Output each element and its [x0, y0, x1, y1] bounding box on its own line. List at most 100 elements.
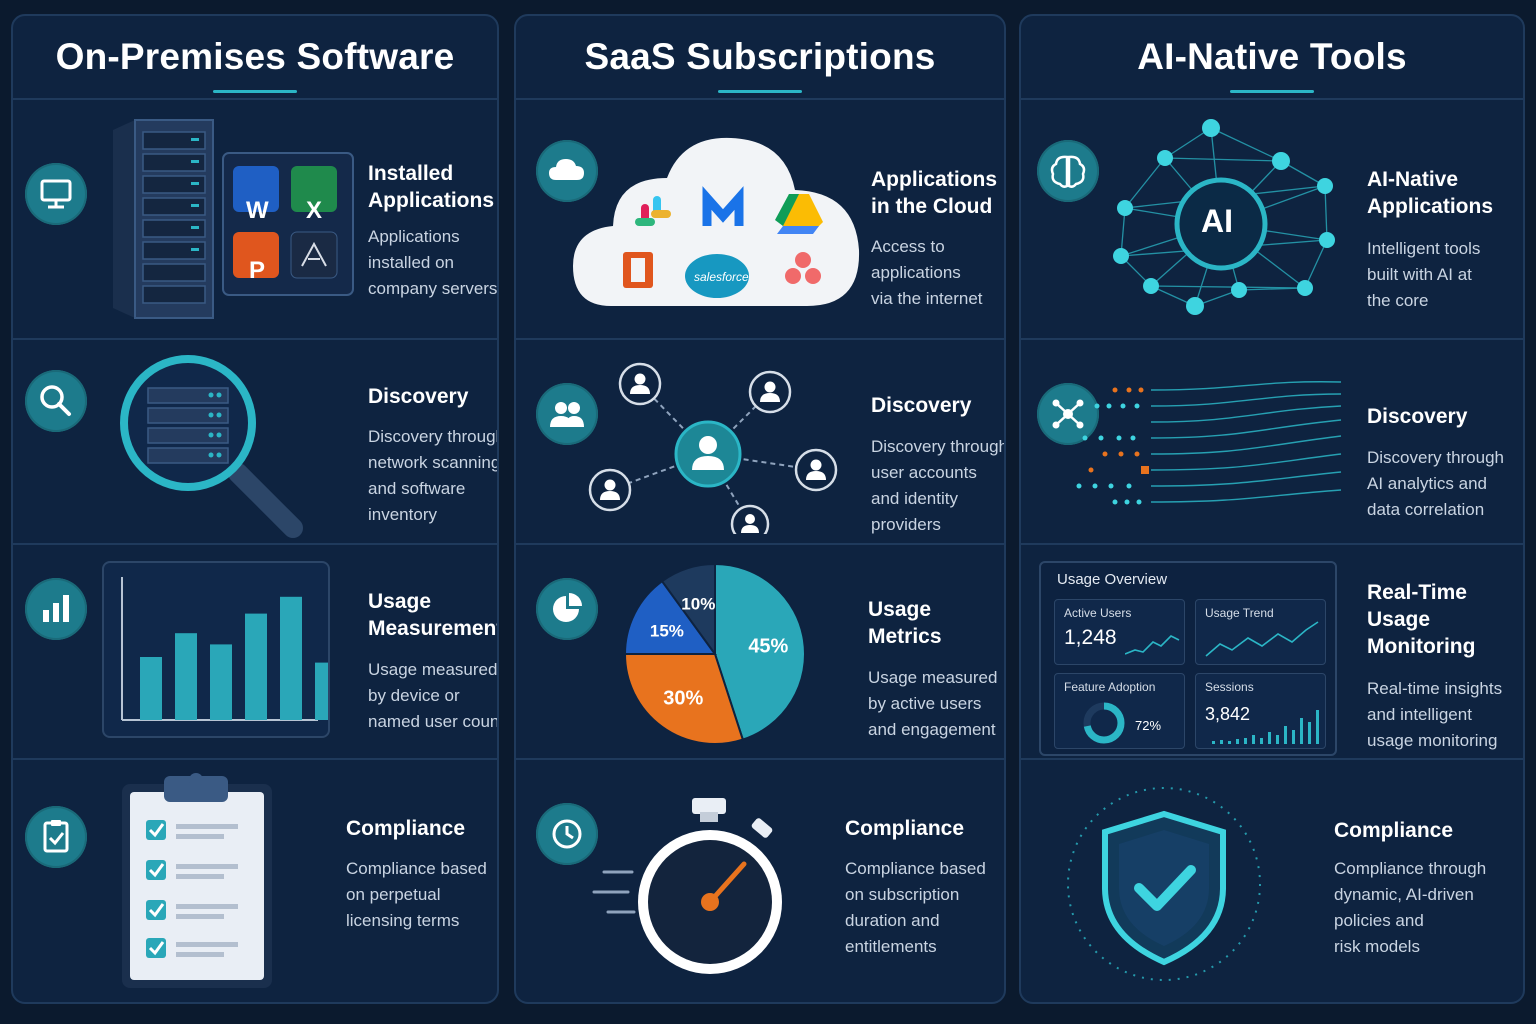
card-label: Sessions — [1205, 680, 1254, 694]
row-applications-in-cloud: salesforce Applications in the Cloud Acc… — [516, 100, 1004, 340]
row-title: Usage Metrics — [868, 598, 942, 648]
feature-adoption-card: Feature Adoption 72% — [1054, 673, 1185, 749]
column-header: AI-Native Tools — [1021, 16, 1523, 100]
row-title: Discovery — [871, 394, 972, 417]
users-icon — [536, 383, 598, 445]
row-description: Intelligent tools built with AI at the c… — [1367, 239, 1481, 310]
row-description: Discovery through network scanning and s… — [368, 427, 499, 524]
active-users-card: Active Users 1,248 — [1054, 599, 1185, 665]
row-discovery: Discovery Discovery through network scan… — [13, 340, 497, 545]
row-description: Usage measured by active users and engag… — [868, 668, 998, 739]
cloud-apps-illustration — [573, 137, 860, 306]
bar-1 — [140, 657, 162, 720]
row-description: Discovery through user accounts and iden… — [871, 437, 1006, 534]
network-icon — [1037, 383, 1099, 445]
clock-icon — [536, 803, 598, 865]
usage-overview-dashboard: Usage Overview Active Users 1,248 Usage … — [1039, 561, 1337, 756]
app-tile-powerpoint: P — [249, 257, 266, 284]
row-description: Applications installed on company server… — [368, 227, 498, 298]
row-title: AI-Native Applications — [1367, 168, 1494, 218]
row-installed-applications: W X P Installed Applications Application… — [13, 100, 497, 340]
column-title: SaaS Subscriptions — [584, 36, 936, 77]
bar-5 — [280, 596, 302, 720]
bar-2 — [175, 633, 197, 720]
usage-trend-card: Usage Trend — [1195, 599, 1326, 665]
stopwatch-illustration — [592, 798, 782, 974]
row-usage-metrics: 45% 30% 15% 10% Usage Metrics Usage measure… — [516, 545, 1004, 760]
row-title: Usage Measurement — [368, 590, 499, 640]
dashboard-title: Usage Overview — [1057, 571, 1168, 588]
clipboard-check-icon — [25, 806, 87, 868]
identity-network-illustration — [588, 362, 838, 534]
column-saas: SaaS Subscriptions salesfor — [514, 14, 1006, 1004]
clipboard-checklist-illustration — [122, 773, 272, 988]
data-stream-illustration — [1076, 381, 1342, 505]
bar-3 — [210, 644, 232, 720]
row-title: Compliance — [346, 817, 466, 840]
bar-chart — [121, 577, 337, 721]
card-label: Feature Adoption — [1064, 680, 1156, 694]
card-value: 3,842 — [1205, 704, 1251, 724]
row-title: Discovery — [1367, 405, 1468, 428]
bar-6 — [315, 662, 337, 720]
card-value: 72% — [1135, 718, 1162, 733]
column-header: SaaS Subscriptions — [516, 16, 1004, 100]
app-tile-excel: X — [306, 197, 323, 224]
row-description: Compliance based on subscription duratio… — [845, 859, 986, 956]
ai-center-label: AI — [1201, 203, 1233, 239]
column-header: On-Premises Software — [13, 16, 497, 100]
column-title: On-Premises Software — [55, 36, 455, 77]
pie-slice-0 — [714, 562, 806, 741]
sessions-bars — [1212, 710, 1319, 744]
pie-label-3: 10% — [681, 595, 715, 614]
shield-check-icon — [1067, 787, 1261, 981]
row-compliance: Compliance Compliance through dynamic, A… — [1021, 760, 1523, 1002]
ai-neural-network-illustration — [1113, 119, 1335, 315]
cloud-icon — [536, 140, 598, 202]
row-description: Access to applications via the internet — [871, 237, 983, 308]
monitor-icon — [25, 163, 87, 225]
brain-icon — [1037, 140, 1099, 202]
server-rack-illustration — [113, 119, 354, 319]
card-label: Usage Trend — [1205, 606, 1274, 620]
row-title: Discovery — [368, 385, 469, 408]
column-on-premises: On-Premises Software — [11, 14, 499, 1004]
row-compliance: Compliance Compliance based on perpetual… — [13, 760, 497, 1002]
title-underline — [1230, 90, 1314, 93]
pie-slice-2 — [623, 579, 717, 655]
sessions-card: Sessions 3,842 — [1195, 673, 1326, 749]
row-discovery: Discovery Discovery through user account… — [516, 340, 1004, 545]
row-title: Real-Time Usage Monitoring — [1367, 581, 1476, 658]
bar-4 — [245, 613, 267, 720]
row-usage-measurement: Usage Measurement Usage measured by devi… — [13, 545, 497, 760]
pie-chart: 45% 30% 15% 10% — [623, 562, 806, 745]
search-icon — [25, 370, 87, 432]
adoption-donut — [1083, 702, 1125, 744]
trend-line — [1205, 621, 1319, 657]
row-title: Installed Applications — [368, 162, 495, 212]
app-tile-word: W — [246, 197, 269, 224]
bar-chart-panel — [102, 561, 337, 738]
pie-chart-icon — [536, 578, 598, 640]
row-discovery: Discovery Discovery through AI analytics… — [1021, 340, 1523, 545]
sparkline — [1125, 635, 1180, 655]
title-underline — [718, 90, 802, 93]
row-compliance: Compliance Compliance based on subscript… — [516, 760, 1004, 1002]
row-description: Discovery through AI analytics and data … — [1367, 448, 1505, 519]
row-description: Real-time insights and intelligent usage… — [1367, 679, 1503, 750]
column-title: AI-Native Tools — [1137, 36, 1407, 77]
pie-slice-3 — [660, 562, 716, 658]
bar-chart-icon — [25, 578, 87, 640]
column-ai-native: AI-Native Tools — [1019, 14, 1525, 1004]
card-label: Active Users — [1064, 606, 1132, 620]
pie-label-1: 30% — [663, 688, 703, 710]
row-real-time-monitoring: Usage Overview Active Users 1,248 Usage … — [1021, 545, 1523, 760]
title-underline — [213, 90, 297, 93]
row-title: Applications in the Cloud — [871, 168, 998, 218]
magnifier-server-illustration — [120, 355, 303, 538]
row-title: Compliance — [1334, 819, 1454, 842]
pie-label-0: 45% — [748, 636, 788, 658]
row-title: Compliance — [845, 817, 965, 840]
row-description: Usage measured by device or named user c… — [368, 660, 499, 731]
pie-label-2: 15% — [650, 621, 684, 640]
